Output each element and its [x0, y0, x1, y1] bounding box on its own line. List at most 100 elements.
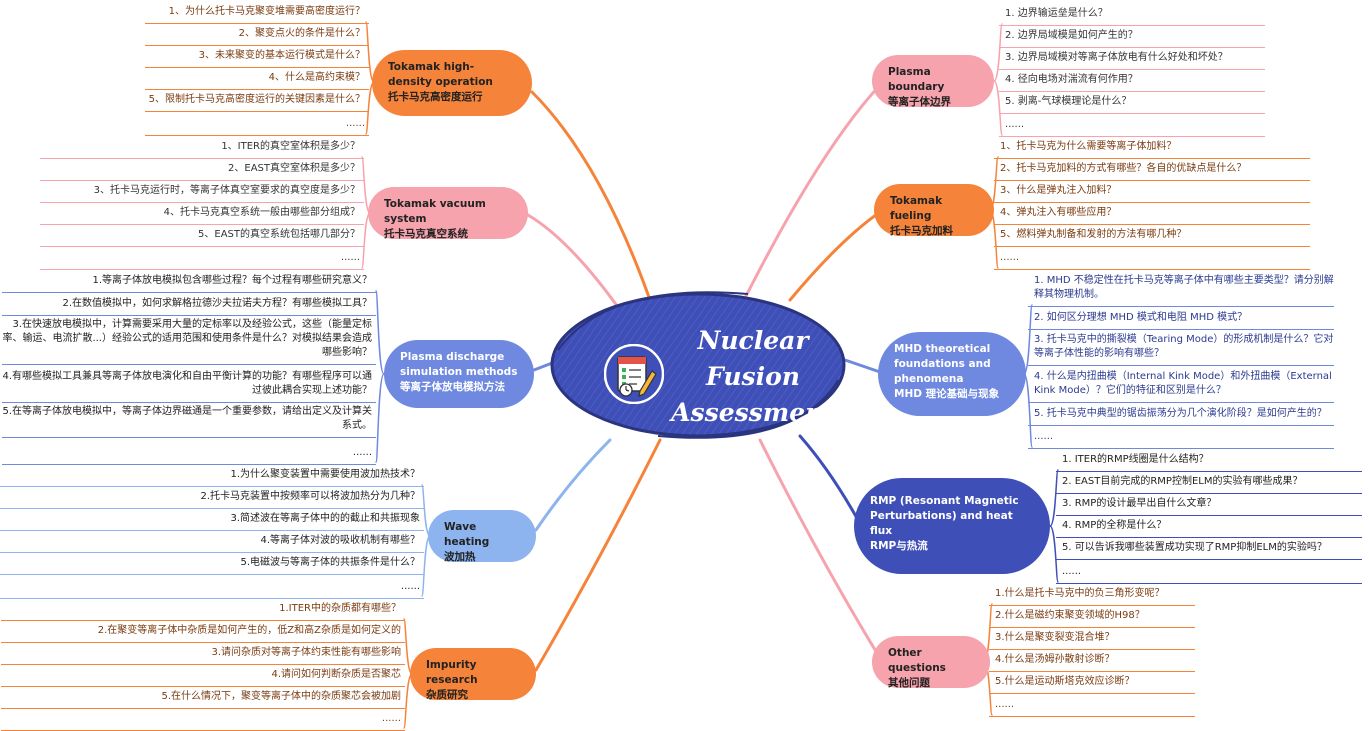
topic-impurity[interactable]: Impurity research 杂质研究 — [410, 648, 536, 701]
question-underline — [1, 620, 405, 621]
question-underline — [0, 486, 424, 487]
question-item[interactable]: 2.在数值模拟中，如何求解格拉德沙夫拉诺夫方程？有哪些模拟工具？ — [62, 298, 372, 309]
topic-zh-label: 托卡马克真空系统 — [384, 228, 468, 240]
question-item[interactable]: 3、未来聚变的基本运行模式是什么？ — [198, 50, 365, 61]
branch-connector — [743, 83, 882, 300]
question-item[interactable]: 3、托卡马克运行时，等离子体真空室要求的真空度是多少？ — [93, 185, 360, 196]
topic-high-density[interactable]: Tokamak high-density operation 托卡马克高密度运行 — [372, 50, 532, 116]
question-underline — [1056, 515, 1362, 516]
question-item[interactable]: 5. 托卡马克中典型的锯齿振荡分为几个演化阶段？是如何产生的？ — [1034, 408, 1327, 419]
branch-connector — [375, 373, 385, 463]
topic-other[interactable]: Other questions 其他问题 — [872, 636, 990, 689]
topic-discharge[interactable]: Plasma discharge simulation methods 等离子体… — [384, 340, 534, 408]
topic-rmp[interactable]: RMP (Resonant Magnetic Perturbations) an… — [854, 478, 1050, 574]
question-item[interactable]: 5.在什么情况下，聚变等离子体中的杂质聚芯会被加剧 — [161, 691, 401, 702]
question-underline — [40, 269, 364, 270]
question-item[interactable]: 2、托卡马克加料的方式有哪些？各自的优缺点是什么？ — [1000, 163, 1247, 174]
question-underline — [999, 113, 1265, 114]
question-item[interactable]: 1、为什么托卡马克聚变堆需要高密度运行？ — [168, 6, 365, 17]
question-item[interactable]: ...... — [345, 118, 365, 129]
branch-connector — [1023, 373, 1033, 448]
question-item[interactable]: 4.什么是汤姆孙散射诊断？ — [995, 654, 1115, 665]
branch-connector — [1049, 525, 1059, 583]
branch-connector — [1023, 304, 1033, 375]
question-item[interactable]: 3.简述波在等离子体中的的截止和共振现象 — [230, 513, 420, 524]
topic-zh-label: 杂质研究 — [426, 689, 468, 701]
topic-boundary[interactable]: Plasma boundary 等离子体边界 — [872, 55, 994, 108]
question-item[interactable]: 5、燃料弹丸制备和发射的方法有哪几种？ — [1000, 229, 1187, 240]
question-underline — [1056, 583, 1362, 584]
question-underline — [145, 67, 369, 68]
question-item[interactable]: 3. RMP的设计最早出自什么文章？ — [1062, 498, 1217, 509]
question-item[interactable]: 3.请问杂质对等离子体约束性能有哪些影响 — [211, 647, 401, 658]
branch-connector — [530, 90, 652, 302]
topic-zh-label: 等离子体边界 — [888, 96, 951, 108]
question-item[interactable]: 4. 径向电场对湍流有何作用？ — [1005, 74, 1138, 85]
question-item[interactable]: 5、限制托卡马克高密度运行的关键因素是什么？ — [148, 94, 365, 105]
topic-zh-label: 其他问题 — [888, 677, 930, 689]
question-item[interactable]: 2、EAST真空室体积是多少？ — [228, 163, 360, 174]
question-item[interactable]: 1.为什么聚变装置中需要使用波加热技术？ — [230, 469, 420, 480]
question-item[interactable]: 4.请问如何判断杂质是否聚芯 — [271, 669, 401, 680]
question-item[interactable]: 4.有哪些模拟工具兼具等离子体放电演化和自由平衡计算的功能？有哪些程序可以通过彼… — [2, 371, 372, 396]
question-item[interactable]: 3、什么是弹丸注入加料？ — [1000, 185, 1117, 196]
question-item[interactable]: ...... — [340, 252, 360, 263]
question-item[interactable]: 1.ITER中的杂质都有哪些？ — [279, 603, 401, 614]
question-item[interactable]: 1.等离子体放电模拟包含哪些过程？每个过程有哪些研究意义？ — [92, 275, 372, 286]
question-item[interactable]: 1. MHD 不稳定性在托卡马克等离子体中有哪些主要类型？请分别解释其物理机制。 — [1034, 275, 1334, 300]
question-item[interactable]: 4.等离子体对波的吸收机制有哪些？ — [260, 535, 420, 546]
question-item[interactable]: 1. 边界输运垒是什么？ — [1005, 8, 1108, 19]
question-item[interactable]: 5.电磁波与等离子体的共振条件是什么？ — [240, 557, 420, 568]
question-item[interactable]: 5.什么是运动斯塔克效应诊断？ — [995, 676, 1135, 687]
branch-connector — [993, 23, 1003, 82]
question-item[interactable]: 3.在快速放电模拟中，计算需要采用大量的定标率以及经验公式，这些（能量定标率、输… — [2, 319, 372, 358]
question-item[interactable]: 5. 可以告诉我哪些装置成功实现了RMP抑制ELM的实验吗？ — [1062, 542, 1327, 553]
question-item[interactable]: 1、ITER的真空室体积是多少？ — [221, 141, 360, 152]
question-item[interactable]: ...... — [1000, 252, 1020, 263]
question-item[interactable]: 5.在等离子体放电模拟中，等离子体边界磁通是一个重要参数，请给出定义及计算关系式… — [2, 406, 372, 431]
question-underline — [1028, 329, 1334, 330]
question-item[interactable]: 4、托卡马克真空系统一般由哪些部分组成？ — [163, 207, 360, 218]
question-underline — [989, 605, 1195, 606]
question-item[interactable]: 2. 如何区分理想 MHD 模式和电阻 MHD 模式？ — [1034, 312, 1248, 323]
question-item[interactable]: 2.托卡马克装置中按频率可以将波加热分为几种？ — [200, 491, 420, 502]
question-underline — [145, 89, 369, 90]
question-item[interactable]: 1. ITER的RMP线圈是什么结构？ — [1062, 454, 1209, 465]
question-item[interactable]: 1、托卡马克为什么需要等离子体加料？ — [1000, 141, 1177, 152]
question-item[interactable]: ...... — [381, 713, 401, 724]
question-underline — [2, 315, 376, 316]
question-item[interactable]: 2.什么是磁约束聚变领域的H98？ — [995, 610, 1145, 621]
central-title-line: Fusion — [706, 362, 800, 391]
topic-vacuum[interactable]: Tokamak vacuum system 托卡马克真空系统 — [368, 187, 528, 240]
question-item[interactable]: 2. EAST目前完成的RMP控制ELM的实验有哪些成果？ — [1062, 476, 1303, 487]
question-underline — [40, 224, 364, 225]
question-item[interactable]: ...... — [352, 447, 372, 458]
topic-fueling[interactable]: Tokamak fueling 托卡马克加料 — [874, 184, 994, 237]
question-item[interactable]: ...... — [1034, 431, 1054, 442]
question-item[interactable]: 4. RMP的全称是什么？ — [1062, 520, 1167, 531]
question-underline — [2, 292, 376, 293]
question-underline — [145, 135, 369, 136]
topic-mhd[interactable]: MHD theoretical foundations and phenomen… — [878, 332, 1026, 416]
question-item[interactable]: 2.在聚变等离子体中杂质是如何产生的，低Z和高Z杂质是如何定义的 — [97, 625, 401, 636]
question-item[interactable]: ...... — [1062, 566, 1082, 577]
question-underline — [994, 224, 1310, 225]
question-item[interactable]: 5、EAST的真空系统包括哪几部分？ — [198, 229, 360, 240]
topic-wave[interactable]: Wave heating 波加热 — [428, 510, 536, 563]
question-item[interactable]: 3.什么是聚变裂变混合堆？ — [995, 632, 1115, 643]
question-item[interactable]: 4、弹丸注入有哪些应用？ — [1000, 207, 1117, 218]
question-item[interactable]: 5. 剥离-气球模理论是什么？ — [1005, 96, 1132, 107]
question-item[interactable]: 4、什么是高约束模？ — [268, 72, 365, 83]
question-item[interactable]: 4. 什么是内扭曲模（Internal Kink Mode）和外扭曲模（Exte… — [1034, 371, 1332, 396]
question-item[interactable]: 1.什么是托卡马克中的负三角形变呢？ — [995, 588, 1165, 599]
question-underline — [994, 180, 1310, 181]
topic-zh-label: 托卡马克高密度运行 — [388, 91, 483, 103]
question-item[interactable]: ...... — [995, 699, 1015, 710]
question-item[interactable]: 2、聚变点火的条件是什么？ — [238, 28, 365, 39]
question-underline — [145, 45, 369, 46]
question-item[interactable]: 3. 边界局域模对等离子体放电有什么好处和坏处？ — [1005, 52, 1228, 63]
question-item[interactable]: ...... — [1005, 119, 1025, 130]
question-item[interactable]: 3. 托卡马克中的撕裂模（Tearing Mode）的形成机制是什么？它对等离子… — [1034, 334, 1334, 359]
question-item[interactable]: ...... — [400, 581, 420, 592]
question-item[interactable]: 2. 边界局域模是如何产生的？ — [1005, 30, 1138, 41]
